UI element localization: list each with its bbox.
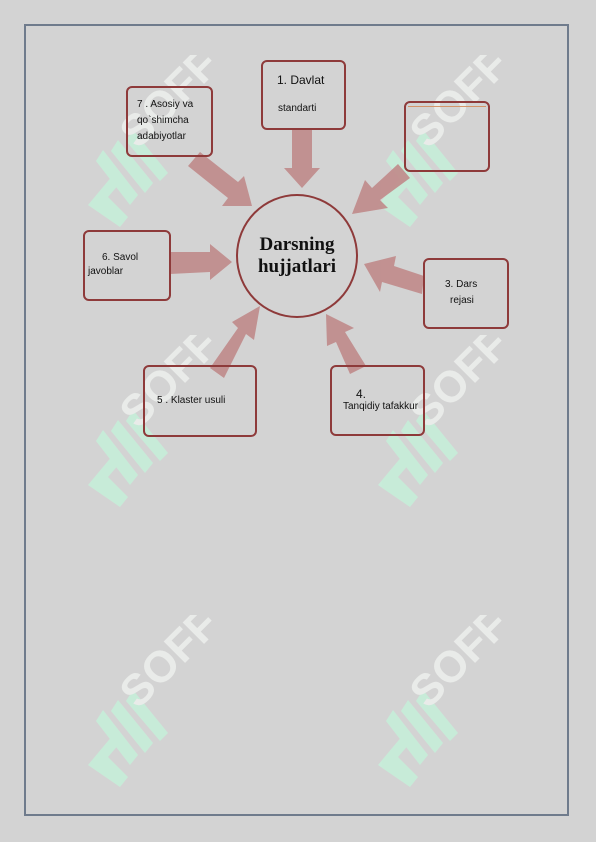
node-box-3: 3. Dars rejasi <box>423 258 509 329</box>
arrow-1 <box>284 130 320 188</box>
arrow-4 <box>326 314 366 374</box>
node-6-line2: javoblar <box>88 266 124 277</box>
node-box-5: 5 . Klaster usuli <box>143 365 257 437</box>
center-title-line2: hujjatlari <box>257 256 337 277</box>
node-box-7: 7 . Asosiy va qo`shimcha adabiyotlar <box>126 86 213 157</box>
node-3-line1: 3. Dars <box>445 279 478 290</box>
node-box-1: 1. Davlat standarti <box>261 60 346 130</box>
center-title-line1: Darsning <box>259 234 335 255</box>
node-7-line2: qo`shimcha <box>137 115 189 126</box>
node-2-line <box>408 106 486 107</box>
watermark-logo: SOFF <box>368 335 528 515</box>
node-1-line1: 1. Davlat <box>277 73 325 87</box>
node-box-2 <box>404 101 490 172</box>
arrow-5 <box>210 306 260 378</box>
node-4-line2: Tanqidiy tafakkur <box>343 401 419 412</box>
node-4-line1: 4. <box>356 387 367 401</box>
node-3-line2: rejasi <box>450 295 474 306</box>
node-box-4: 4. Tanqidiy tafakkur <box>330 365 425 436</box>
arrow-3 <box>364 256 424 294</box>
arrow-2 <box>352 164 410 214</box>
page-border <box>24 24 569 816</box>
watermark-logo: SOFF <box>78 615 238 795</box>
watermark-logo: SOFF <box>368 615 528 795</box>
node-1-line2: standarti <box>278 103 317 114</box>
arrow-7 <box>188 152 252 206</box>
node-7-line1: 7 . Asosiy va <box>137 99 194 110</box>
node-box-6: 6. Savol javoblar <box>83 230 171 301</box>
watermark-logo: SOFF <box>78 55 238 235</box>
node-7-line3: adabiyotlar <box>137 131 186 142</box>
center-node: Darsning hujjatlari <box>236 194 358 318</box>
node-6-line1: 6. Savol <box>102 252 139 263</box>
arrow-6 <box>170 244 232 280</box>
node-5-line1: 5 . Klaster usuli <box>157 395 226 406</box>
